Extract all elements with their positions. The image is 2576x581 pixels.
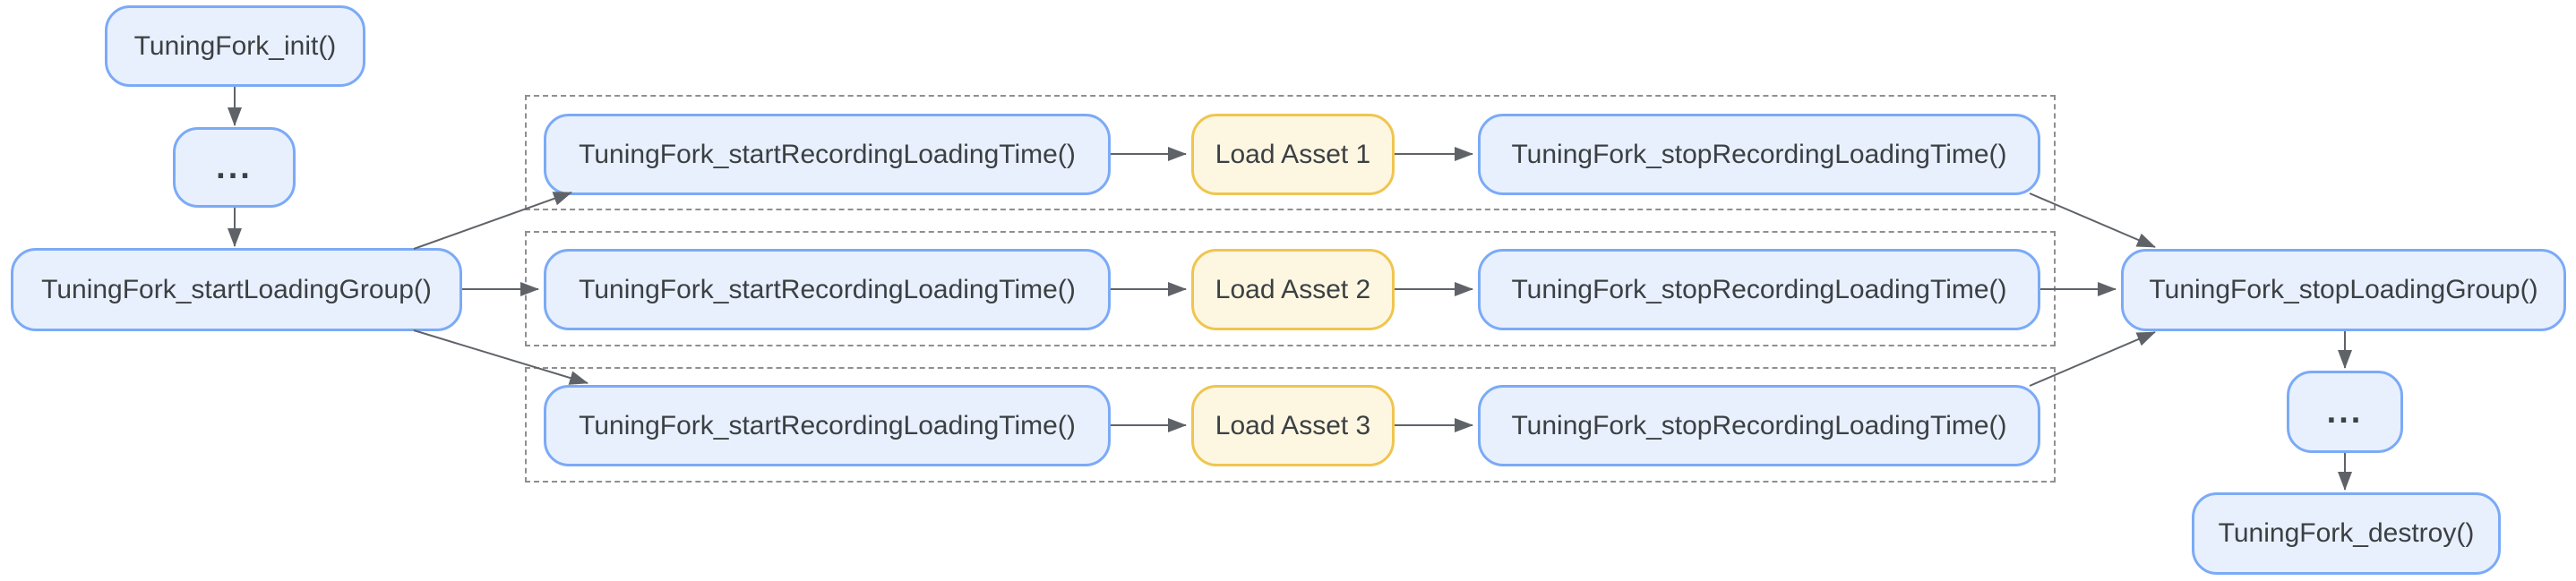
node-load-asset-2: Load Asset 2 xyxy=(1191,249,1395,330)
asset-group-box-1 xyxy=(525,95,2056,210)
node-stop-recording-row1: TuningFork_stopRecordingLoadingTime() xyxy=(1478,114,2040,195)
node-start-recording-row1: TuningFork_startRecordingLoadingTime() xyxy=(544,114,1111,195)
node-stop-recording-row3: TuningFork_stopRecordingLoadingTime() xyxy=(1478,385,2040,466)
asset-group-box-3 xyxy=(525,367,2056,483)
node-start-recording-row2: TuningFork_startRecordingLoadingTime() xyxy=(544,249,1111,330)
node-load-asset-1: Load Asset 1 xyxy=(1191,114,1395,195)
node-load-asset-3: Load Asset 3 xyxy=(1191,385,1395,466)
node-start-loading-group: TuningFork_startLoadingGroup() xyxy=(11,248,462,331)
node-stop-loading-group: TuningFork_stopLoadingGroup() xyxy=(2121,249,2566,331)
node-start-recording-row3: TuningFork_startRecordingLoadingTime() xyxy=(544,385,1111,466)
node-ellipsis-top: ... xyxy=(173,127,296,208)
node-tuningfork-destroy: TuningFork_destroy() xyxy=(2192,492,2501,575)
node-tuningfork-init: TuningFork_init() xyxy=(105,5,365,87)
node-stop-recording-row2: TuningFork_stopRecordingLoadingTime() xyxy=(1478,249,2040,330)
node-ellipsis-bottom: ... xyxy=(2287,371,2403,453)
